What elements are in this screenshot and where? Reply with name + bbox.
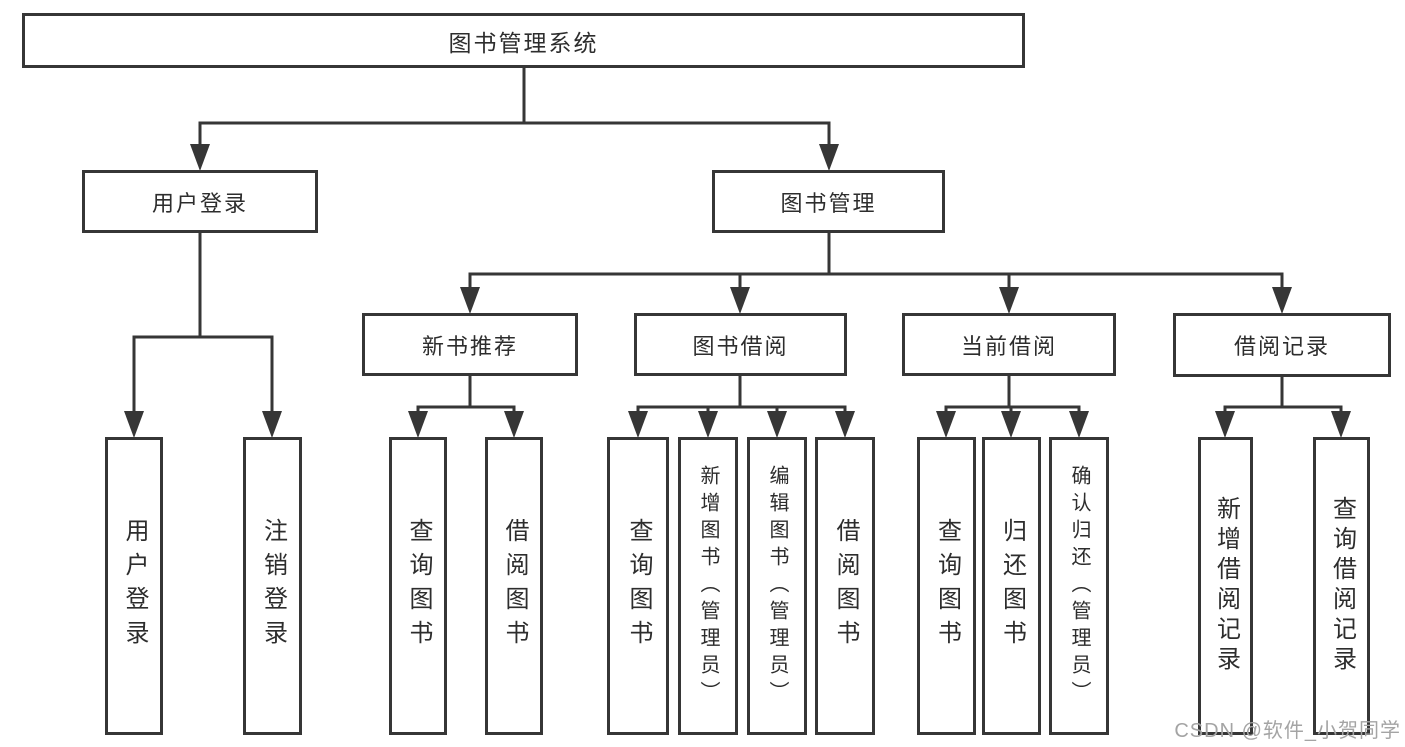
node-user-login-label: 用户登录 bbox=[151, 190, 248, 216]
leaf-return-books: 归还图书 bbox=[982, 437, 1041, 735]
node-book-management-label: 图书管理 bbox=[780, 190, 877, 216]
leaf-query-borrow-record: 查询借阅记录 bbox=[1313, 437, 1370, 735]
leaf-query-books-current: 查询图书 bbox=[917, 437, 976, 735]
leaf-return-books-label: 归还图书 bbox=[998, 518, 1026, 654]
leaf-logout-login-label: 注销登录 bbox=[259, 518, 287, 654]
leaf-add-borrow-record-label: 新增借阅记录 bbox=[1212, 496, 1240, 676]
leaf-user-login-label: 用户登录 bbox=[121, 518, 148, 654]
leaf-query-books-recommend-label: 查询图书 bbox=[405, 518, 432, 654]
node-new-book-recommend-label: 新书推荐 bbox=[421, 333, 518, 359]
node-root-label: 图书管理系统 bbox=[448, 29, 599, 56]
leaf-query-books-current-label: 查询图书 bbox=[933, 518, 961, 654]
node-current-borrow-label: 当前借阅 bbox=[960, 333, 1057, 359]
leaf-query-borrow-record-label: 查询借阅记录 bbox=[1328, 496, 1356, 676]
leaf-add-book-admin: 新增图书（管理员） bbox=[678, 437, 738, 735]
leaf-add-book-admin-label: 新增图书（管理员） bbox=[697, 464, 719, 708]
leaf-query-books-borrow-label: 查询图书 bbox=[625, 518, 652, 654]
node-new-book-recommend: 新书推荐 bbox=[362, 313, 578, 376]
leaf-query-books-recommend: 查询图书 bbox=[389, 437, 447, 735]
node-book-borrow: 图书借阅 bbox=[634, 313, 847, 376]
leaf-confirm-return-admin-label: 确认归还（管理员） bbox=[1068, 464, 1090, 708]
watermark: CSDN @软件_小贺同学 bbox=[1174, 720, 1401, 742]
node-book-borrow-label: 图书借阅 bbox=[692, 333, 789, 359]
node-borrow-records: 借阅记录 bbox=[1173, 313, 1391, 377]
leaf-user-login: 用户登录 bbox=[105, 437, 163, 735]
leaf-borrow-books-recommend-label: 借阅图书 bbox=[501, 518, 528, 654]
leaf-borrow-books-label: 借阅图书 bbox=[832, 518, 859, 654]
leaf-borrow-books-recommend: 借阅图书 bbox=[485, 437, 543, 735]
leaf-edit-book-admin-label: 编辑图书（管理员） bbox=[766, 464, 788, 708]
leaf-confirm-return-admin: 确认归还（管理员） bbox=[1049, 437, 1109, 735]
leaf-query-books-borrow: 查询图书 bbox=[607, 437, 669, 735]
leaf-logout-login: 注销登录 bbox=[243, 437, 302, 735]
leaf-add-borrow-record: 新增借阅记录 bbox=[1198, 437, 1253, 735]
leaf-edit-book-admin: 编辑图书（管理员） bbox=[747, 437, 807, 735]
node-book-management: 图书管理 bbox=[712, 170, 945, 233]
node-borrow-records-label: 借阅记录 bbox=[1233, 334, 1330, 359]
leaf-borrow-books: 借阅图书 bbox=[815, 437, 875, 735]
node-root: 图书管理系统 bbox=[22, 13, 1025, 68]
node-current-borrow: 当前借阅 bbox=[902, 313, 1116, 376]
node-user-login: 用户登录 bbox=[82, 170, 318, 233]
